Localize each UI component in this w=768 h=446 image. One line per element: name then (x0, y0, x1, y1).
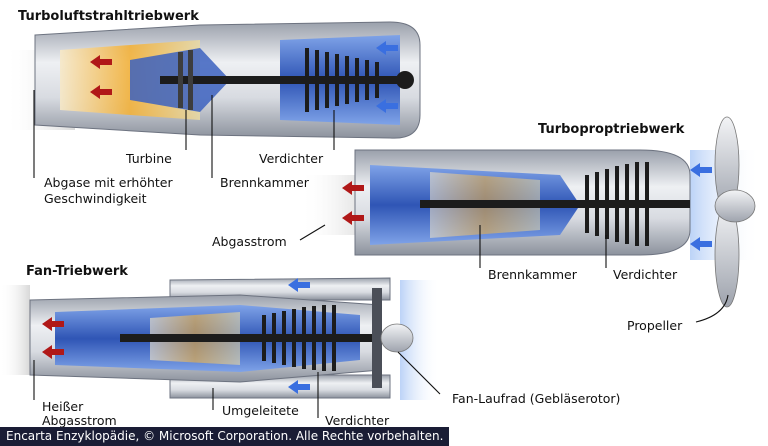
label-propeller: Propeller (627, 318, 683, 333)
label-verdichter-1: Verdichter (259, 151, 324, 166)
turbojet-compressor-blades (305, 48, 379, 112)
turbofan-shaft (120, 334, 390, 342)
turboprop-compressor-blades (585, 162, 649, 246)
label-verdichter-2: Verdichter (613, 267, 678, 282)
fan-rotor (372, 288, 382, 388)
turbojet-shaft (160, 76, 400, 84)
title-turbofan: Fan-Triebwerk (26, 264, 128, 279)
label-umgeleitete: Umgeleitete (222, 403, 299, 418)
label-brennkammer-2: Brennkammer (488, 267, 578, 282)
turbofan-engine (0, 277, 440, 400)
leader-propeller (695, 294, 729, 323)
turbojet-turbine-blades (178, 50, 193, 110)
turboprop-shaft (420, 200, 690, 208)
copyright-footer: Encarta Enzyklopädie, © Microsoft Corpor… (0, 427, 450, 446)
label-abgasstrom: Abgasstrom (212, 234, 287, 249)
turbofan-outer-casing-top (169, 277, 391, 301)
leader-lines (33, 90, 729, 418)
label-heisser-line1: Heißer (42, 399, 84, 414)
label-brennkammer-1: Brennkammer (220, 175, 310, 190)
label-fan-laufrad: Fan-Laufrad (Gebläserotor) (452, 391, 620, 406)
turbojet-engine (5, 21, 421, 139)
label-turbine: Turbine (125, 151, 172, 166)
label-heisser-line2: Abgasstrom (42, 413, 117, 428)
leader-abgasstrom (299, 224, 326, 241)
leader-fan-laufrad (397, 351, 441, 395)
turbojet-nose-cone (396, 71, 414, 89)
turbofan-compressor-blades (262, 305, 336, 371)
label-verdichter-3: Verdichter (325, 413, 390, 428)
turboprop-engine (300, 116, 760, 308)
fan-spinner (380, 323, 414, 353)
propeller (714, 116, 756, 308)
title-turboprop: Turboproptriebwerk (538, 122, 685, 137)
label-abgase-line1: Abgase mit erhöhter (44, 175, 173, 190)
exhaust-haze (0, 285, 30, 375)
title-turbojet: Turboluftstrahltriebwerk (18, 9, 199, 24)
label-abgase-line2: Geschwindigkeit (44, 191, 147, 206)
